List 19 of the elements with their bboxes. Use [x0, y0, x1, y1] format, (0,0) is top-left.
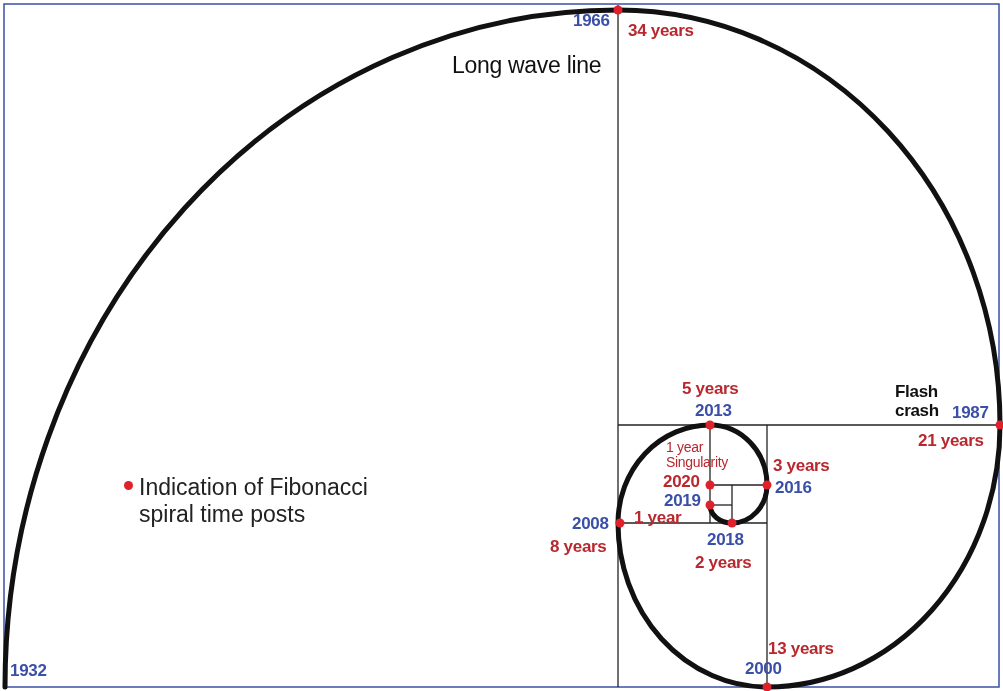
annotation-label: Long wave line — [452, 52, 602, 78]
legend-text: Indication of Fibonacci spiral time posts — [139, 474, 369, 528]
annotation-label: 3 years — [773, 456, 830, 475]
annotation-label: 2 years — [695, 553, 752, 572]
annotation-label: Flash crash — [895, 382, 940, 420]
annotation-label: 5 years — [682, 379, 739, 398]
year-label: 2018 — [707, 530, 744, 549]
year-label: 2020 — [663, 472, 700, 491]
year-label: 1966 — [573, 11, 610, 30]
annotation-label: 8 years — [550, 537, 607, 556]
year-label: 1987 — [952, 403, 989, 422]
year-label: 2016 — [775, 478, 812, 497]
year-label: 2019 — [664, 491, 701, 510]
year-label: 1932 — [10, 661, 47, 680]
annotation-label: 21 years — [918, 431, 984, 450]
annotation-label: 34 years — [628, 21, 694, 40]
annotation-label: 13 years — [768, 639, 834, 658]
year-label: 2008 — [572, 514, 609, 533]
year-label: 2013 — [695, 401, 732, 420]
